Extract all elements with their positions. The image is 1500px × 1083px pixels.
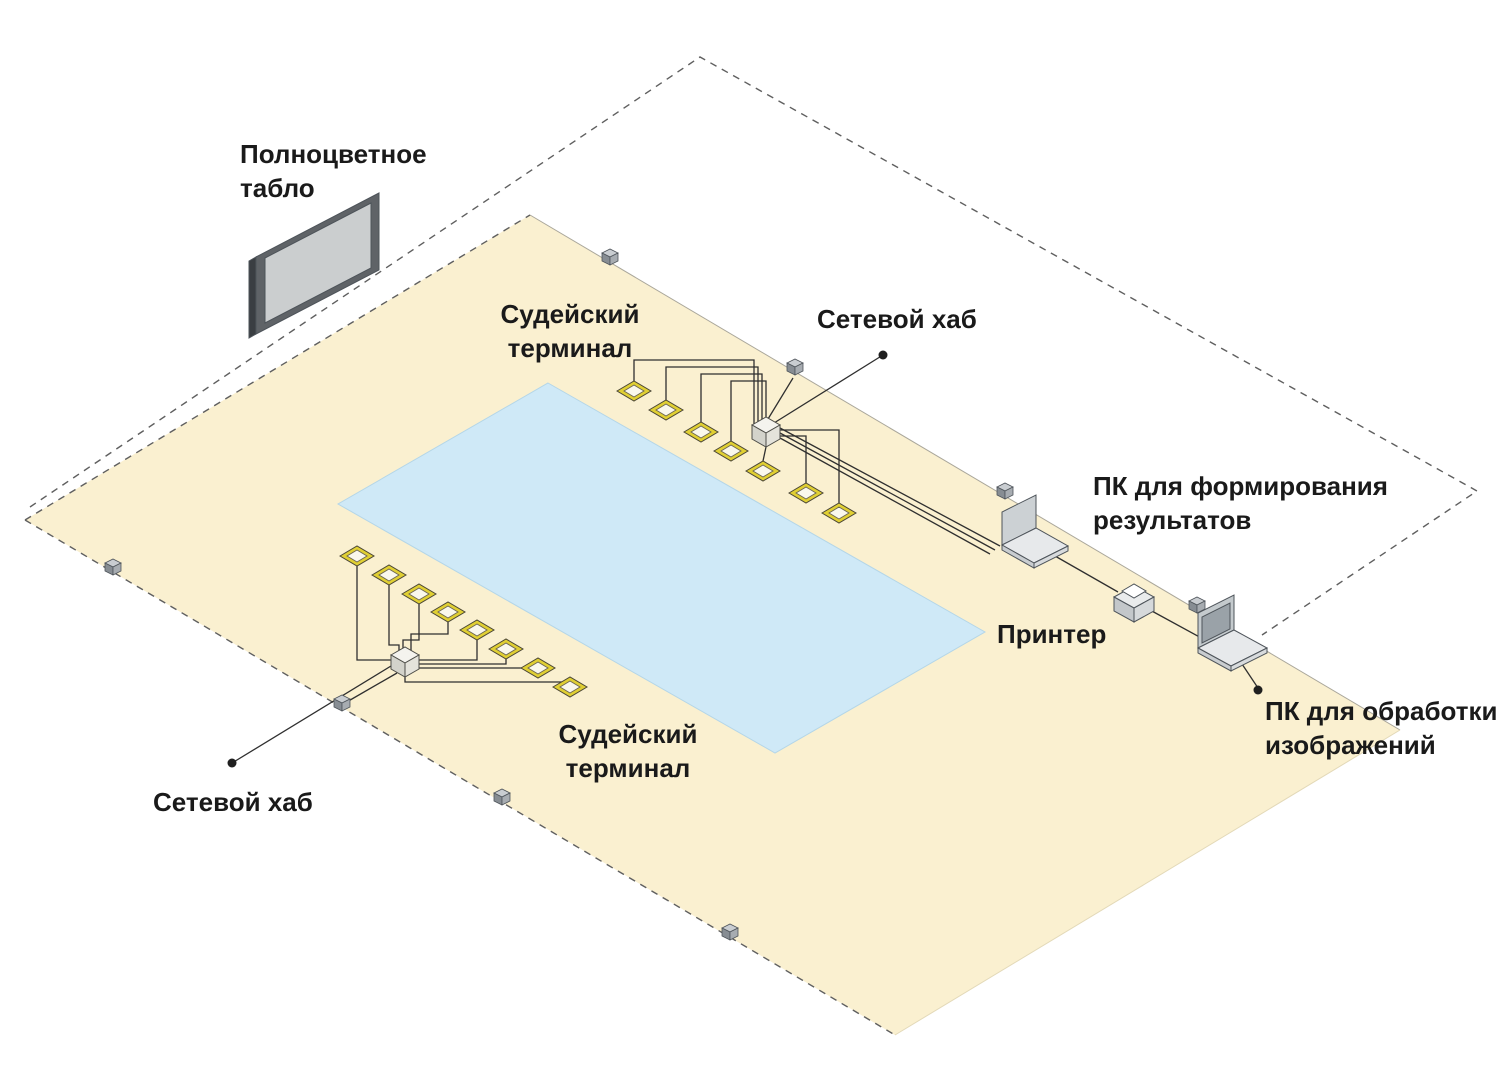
results-pc-laptop [1000, 494, 1070, 569]
cables-top [633, 354, 1259, 689]
label-image-pc: ПК для обработки изображений [1265, 696, 1498, 760]
wall-socket [493, 788, 511, 806]
image-pc-laptop [1196, 594, 1269, 672]
scoreboard-display [248, 192, 380, 339]
boundary-dashed [29, 56, 1479, 636]
label-network-hub-top: Сетевой хаб [817, 304, 977, 334]
label-judge-terminal-top: Судейский терминал [500, 299, 640, 363]
label-results-pc: ПК для формирования результатов [1093, 471, 1388, 535]
label-judge-terminal-bottom: Судейский терминал [558, 719, 698, 783]
cables-bottom [231, 566, 571, 764]
wall-socket [601, 248, 619, 266]
callout-dot [227, 758, 237, 768]
wall-socket [996, 482, 1014, 500]
label-scoreboard: Полноцветное табло [240, 139, 427, 203]
label-network-hub-bottom: Сетевой хаб [153, 787, 313, 817]
swimming-pool [336, 382, 987, 754]
callout-dot [878, 350, 888, 360]
callout-dot [1253, 685, 1263, 695]
wall-socket [104, 558, 122, 576]
wall-socket [721, 923, 739, 941]
label-printer: Принтер [997, 619, 1107, 649]
wall-socket [786, 358, 804, 376]
wall-socket [333, 694, 351, 712]
printer-device [1112, 583, 1156, 623]
floor-far-edge [894, 729, 1401, 1036]
